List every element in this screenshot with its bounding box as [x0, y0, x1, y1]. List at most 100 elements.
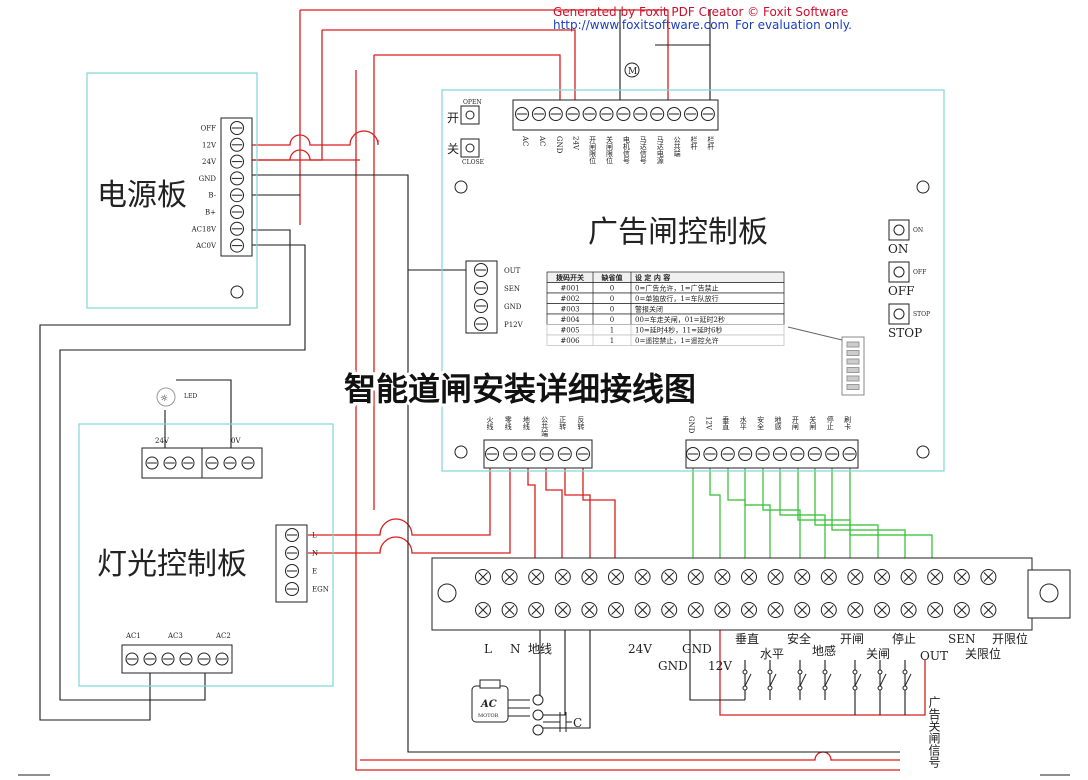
- ad-top-terminal-label: 栏杆: [707, 135, 715, 151]
- ad-side-terminal-label: P12V: [504, 321, 524, 329]
- screw-slot: [531, 605, 542, 615]
- screw-slot: [983, 572, 994, 582]
- ad-bottom-left-label: 正转: [559, 416, 567, 431]
- main-strip-label: 安全: [787, 631, 811, 646]
- screw-slot: [903, 572, 914, 582]
- screw-slot: [850, 605, 861, 615]
- dip-table-cell: #006: [560, 337, 580, 345]
- dip-lever[interactable]: [846, 350, 860, 356]
- ad-on-button[interactable]: [888, 219, 910, 241]
- dip-lever[interactable]: [846, 375, 860, 382]
- button-icon: [465, 143, 475, 153]
- screw-slot: [584, 572, 595, 582]
- ad-side-terminal-label: GND: [504, 303, 522, 311]
- motor-terminal: [532, 724, 544, 736]
- light-top-label-24v: 24V: [155, 437, 170, 445]
- ad-side-terminal-label: SEN: [504, 285, 520, 293]
- button-icon: [893, 266, 905, 278]
- dip-lever[interactable]: [846, 384, 860, 390]
- mount-hole: [437, 583, 457, 603]
- screw-slot: [690, 605, 701, 615]
- power-terminal-label: GND: [199, 175, 217, 183]
- switch-lever: [744, 673, 752, 687]
- main-terminals: [475, 569, 997, 618]
- capacitor-label: C: [573, 716, 582, 730]
- ad-top-terminal-label: 马达电源: [656, 136, 664, 165]
- ad-top-terminal-label: 电机信号: [622, 135, 630, 165]
- light-top-terminals: [145, 456, 255, 470]
- screw-slot: [903, 605, 914, 615]
- ad-bottom-right-label: 12V: [704, 416, 712, 431]
- main-strip-label: 关限位: [965, 646, 1001, 661]
- dip-table-cell: 0: [610, 295, 614, 303]
- light-bottom-label: AC2: [215, 632, 231, 640]
- ad-top-terminal-label: AC: [538, 135, 546, 146]
- dip-table-cell: #004: [560, 316, 580, 324]
- dip-table-cell: 1: [610, 327, 614, 335]
- ac-motor-cap: [479, 679, 501, 689]
- main-strip-label: L: [484, 642, 492, 656]
- mount-hole: [454, 180, 468, 194]
- main-terminal-strip: [431, 557, 1033, 631]
- screw-slot: [797, 572, 808, 582]
- dip-table-cell: 警报关闭: [635, 305, 663, 314]
- power-terminal-label: OFF: [201, 125, 217, 133]
- light-top-label-0v: 0V: [231, 437, 241, 445]
- screw-slot: [611, 572, 621, 582]
- dip-lever[interactable]: [846, 367, 860, 373]
- light-bottom-terminals: [125, 652, 229, 666]
- screw-slot: [611, 605, 621, 615]
- power-terminal-label: 24V: [202, 158, 217, 166]
- screw-slot: [557, 605, 568, 615]
- switch-contact: [877, 669, 883, 675]
- screw-slot: [797, 605, 808, 615]
- ad-bottom-right-label: 关闸: [809, 415, 817, 431]
- main-strip-label: 关闸: [866, 647, 890, 661]
- screw-slot: [717, 605, 728, 615]
- power-terminal-label: AC18V: [191, 225, 217, 233]
- switch-contact: [767, 669, 773, 675]
- switch-contact: [877, 685, 883, 691]
- close-button[interactable]: [460, 138, 480, 158]
- ad-right-button-label: STOP: [888, 326, 922, 340]
- mount-hole: [230, 285, 244, 299]
- screw-slot: [531, 572, 542, 582]
- limit-switches: [742, 669, 912, 691]
- switch-contact: [852, 685, 858, 691]
- ad-stop-button[interactable]: [888, 303, 910, 325]
- open-button[interactable]: [460, 105, 480, 125]
- screw-slot: [637, 605, 648, 615]
- capacitor-icon: [543, 712, 572, 732]
- dip-table-cell: #002: [560, 295, 579, 303]
- green-wires: [692, 460, 933, 570]
- screw-slot: [557, 572, 568, 582]
- switch-lever: [879, 673, 887, 687]
- screw-slot: [664, 605, 675, 615]
- dip-lever[interactable]: [846, 358, 860, 365]
- led-symbol: ☼: [160, 394, 168, 404]
- light-side-terminal-label: E: [312, 568, 317, 576]
- ad-side-terminal-label: OUT: [504, 267, 521, 275]
- dip-lever[interactable]: [846, 341, 860, 348]
- switch-contact: [822, 685, 828, 691]
- screw-slot: [478, 572, 488, 582]
- ad-off-button[interactable]: [888, 261, 910, 283]
- main-strip-label: 地线: [528, 642, 552, 656]
- ad-bottom-right-label: 开闸: [791, 416, 799, 431]
- ad-top-terminal-label: 栏杆: [690, 135, 698, 151]
- screw-slot: [717, 572, 728, 582]
- main-strip-label: 水平: [760, 647, 784, 661]
- screw-slot: [877, 572, 887, 582]
- ad-right-button-label: OFF: [888, 284, 915, 298]
- dip-table-cell: 0: [610, 316, 614, 324]
- motor-leads: [508, 699, 530, 717]
- screw-slot: [850, 572, 861, 582]
- ad-bottom-right-label: 安全: [757, 415, 765, 430]
- light-board-outline: [78, 423, 334, 687]
- dip-leader-line: [787, 326, 843, 341]
